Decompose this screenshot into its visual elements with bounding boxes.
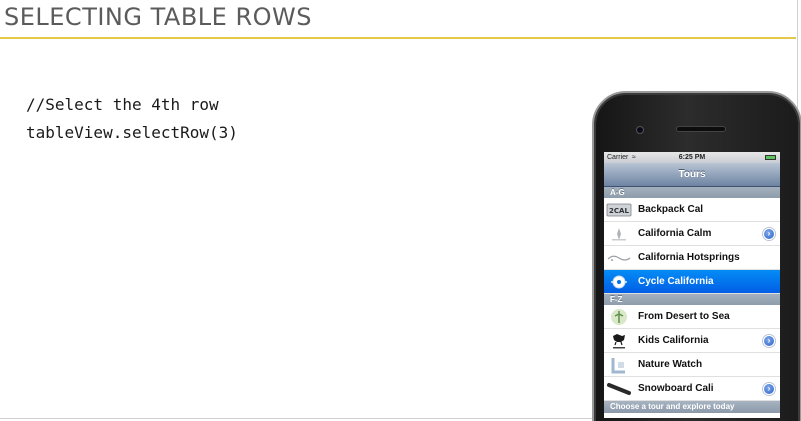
earpiece-speaker bbox=[676, 126, 726, 132]
kids-logo-icon bbox=[606, 331, 632, 351]
carrier-label: Carrier bbox=[607, 154, 629, 161]
table-row-california-calm[interactable]: California Calm › bbox=[604, 222, 780, 246]
detail-disclosure-icon[interactable]: › bbox=[763, 228, 775, 240]
cycle-logo-icon bbox=[606, 272, 632, 292]
row-label: Kids California bbox=[638, 335, 709, 346]
battery-icon bbox=[765, 155, 776, 160]
code-snippet: //Select the 4th row tableView.selectRow… bbox=[26, 91, 238, 147]
wifi-icon: ≈ bbox=[632, 154, 636, 161]
backpack-logo-icon: 2CAL bbox=[606, 200, 632, 220]
row-label: Cycle California bbox=[638, 276, 714, 287]
section-header-a-g: A-G bbox=[604, 187, 780, 198]
table-row-backpack-cal[interactable]: 2CAL Backpack Cal bbox=[604, 198, 780, 222]
detail-disclosure-icon[interactable]: › bbox=[763, 335, 775, 347]
table-row-california-hotsprings[interactable]: California Hotsprings bbox=[604, 246, 780, 270]
desert-logo-icon bbox=[606, 307, 632, 327]
snowboard-logo-icon bbox=[606, 379, 632, 399]
svg-text:2CAL: 2CAL bbox=[609, 207, 629, 215]
status-bar: Carrier ≈ 6:25 PM bbox=[604, 152, 780, 163]
table-row-from-desert-to-sea[interactable]: From Desert to Sea bbox=[604, 305, 780, 329]
title-rule bbox=[0, 37, 796, 39]
navigation-bar: Tours bbox=[604, 163, 780, 187]
hotsprings-logo-icon bbox=[606, 248, 632, 268]
section-header-f-z: F-Z bbox=[604, 294, 780, 305]
calm-logo-icon bbox=[606, 224, 632, 244]
detail-disclosure-icon[interactable]: › bbox=[763, 383, 775, 395]
table-row-kids-california[interactable]: Kids California › bbox=[604, 329, 780, 353]
phone-screen: Carrier ≈ 6:25 PM Tours A-G 2CAL Backpac… bbox=[604, 152, 780, 418]
front-camera-icon bbox=[636, 126, 644, 134]
code-line-call: tableView.selectRow(3) bbox=[26, 123, 238, 142]
row-label: California Hotsprings bbox=[638, 252, 740, 263]
nav-title: Tours bbox=[678, 169, 706, 180]
footer-prompt: Choose a tour and explore today bbox=[604, 401, 780, 413]
row-label: Backpack Cal bbox=[638, 204, 704, 215]
row-label: From Desert to Sea bbox=[638, 311, 730, 322]
row-label: California Calm bbox=[638, 228, 712, 239]
status-time: 6:25 PM bbox=[678, 154, 706, 161]
table-row-snowboard-cali[interactable]: Snowboard Cali › bbox=[604, 377, 780, 401]
code-line-comment: //Select the 4th row bbox=[26, 95, 219, 114]
table-row-cycle-california[interactable]: Cycle California bbox=[604, 270, 780, 294]
slide-title: SELECTING TABLE ROWS bbox=[4, 3, 312, 31]
table-row-nature-watch[interactable]: Nature Watch bbox=[604, 353, 780, 377]
row-label: Snowboard Cali bbox=[638, 383, 714, 394]
nature-logo-icon bbox=[606, 355, 632, 375]
row-label: Nature Watch bbox=[638, 359, 703, 370]
